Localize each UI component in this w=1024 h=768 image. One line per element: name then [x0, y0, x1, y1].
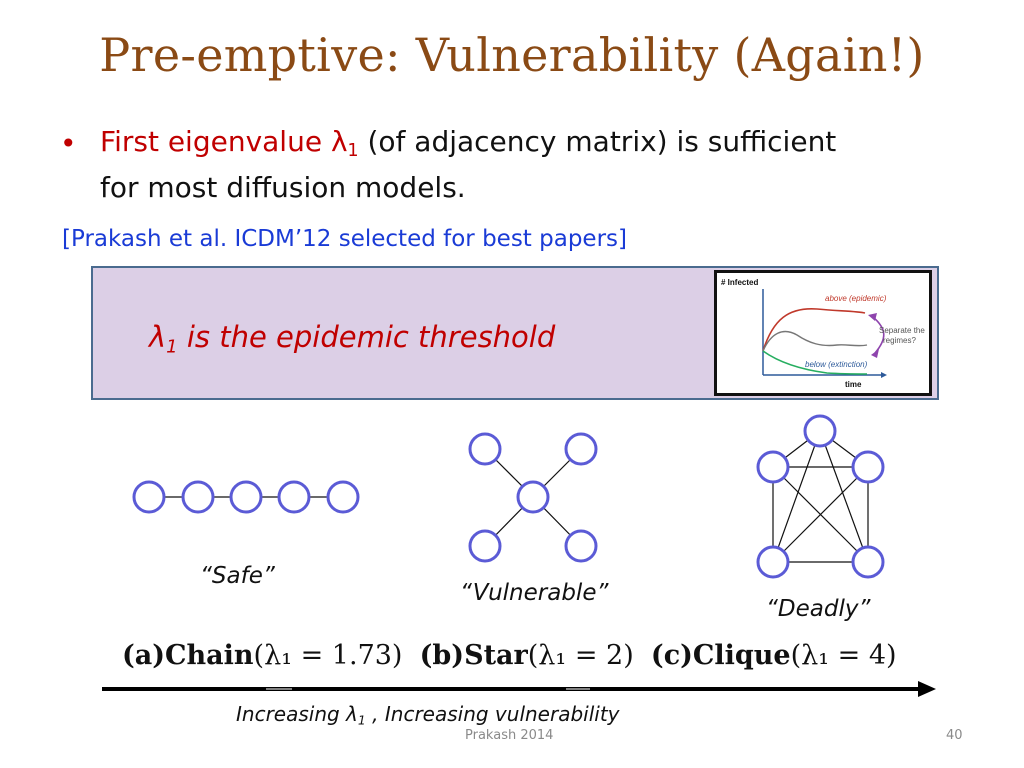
chain-formula-value: (λ₁ = 1.73) [253, 640, 403, 671]
inset-ylabel: # Infected [721, 278, 758, 287]
clique-nodes [756, 414, 885, 579]
inset-regimes-label: regimes? [883, 336, 916, 345]
clique-node [851, 545, 885, 579]
chain-node [181, 480, 215, 514]
clique-node [756, 545, 790, 579]
vulnerable-label: “Vulnerable” [460, 580, 609, 606]
inset-below-label: below (extinction) [805, 360, 868, 369]
epidemic-inset-figure: # Infected above (epidemic) below (extin… [714, 270, 932, 396]
bullet-line-2: for most diffusion models. [100, 171, 466, 204]
safe-label: “Safe” [200, 563, 275, 589]
citation: [Prakash et al. ICDM’12 selected for bes… [62, 226, 627, 252]
chain-node [277, 480, 311, 514]
chain-nodes [132, 480, 360, 514]
clique-node [851, 450, 885, 484]
bullet-highlight: First eigenvalue λ1 [100, 125, 359, 162]
vulnerability-arrow [102, 681, 936, 697]
bullet-rest: (of adjacency matrix) is sufficient [358, 125, 837, 158]
chain-node [326, 480, 360, 514]
page-number: 40 [946, 728, 963, 743]
inset-plot: # Infected above (epidemic) below (extin… [721, 278, 925, 389]
star-center-node [516, 480, 550, 514]
star-node [468, 432, 502, 466]
chain-node [132, 480, 166, 514]
lambda-formula-row: (a)Chain(λ₁ = 1.73) (b)Star(λ₁ = 2) (c)C… [122, 640, 897, 671]
slide-title: Pre-emptive: Vulnerability (Again!) [99, 28, 925, 82]
chain-formula-label: (a)Chain [122, 640, 254, 671]
inset-above-label: above (epidemic) [825, 294, 887, 303]
inset-xlabel: time [845, 380, 862, 389]
arrow-caption: Increasing λ1 , Increasing vulnerability [236, 702, 620, 728]
star-node [564, 432, 598, 466]
star-formula-label: (b)Star [419, 640, 528, 671]
star-nodes [468, 432, 598, 563]
bullet-line-1: First eigenvalue λ1 (of adjacency matrix… [100, 124, 836, 160]
callout-text: λ1 is the epidemic threshold [149, 320, 556, 358]
footer-author: Prakash 2014 [465, 728, 554, 743]
bullet-dot-icon: • [60, 127, 77, 160]
clique-formula-label: (c)Clique [650, 640, 791, 671]
star-node [468, 529, 502, 563]
threshold-callout: λ1 is the epidemic threshold # Infected … [91, 266, 939, 400]
clique-graph [772, 430, 869, 563]
inset-separate-label: Separate the [879, 326, 925, 335]
deadly-label: “Deadly” [766, 596, 871, 622]
star-formula-value: (λ₁ = 2) [527, 640, 634, 671]
chain-node [229, 480, 263, 514]
clique-formula-value: (λ₁ = 4) [790, 640, 897, 671]
clique-node [756, 450, 790, 484]
star-node [564, 529, 598, 563]
clique-node [803, 414, 837, 448]
